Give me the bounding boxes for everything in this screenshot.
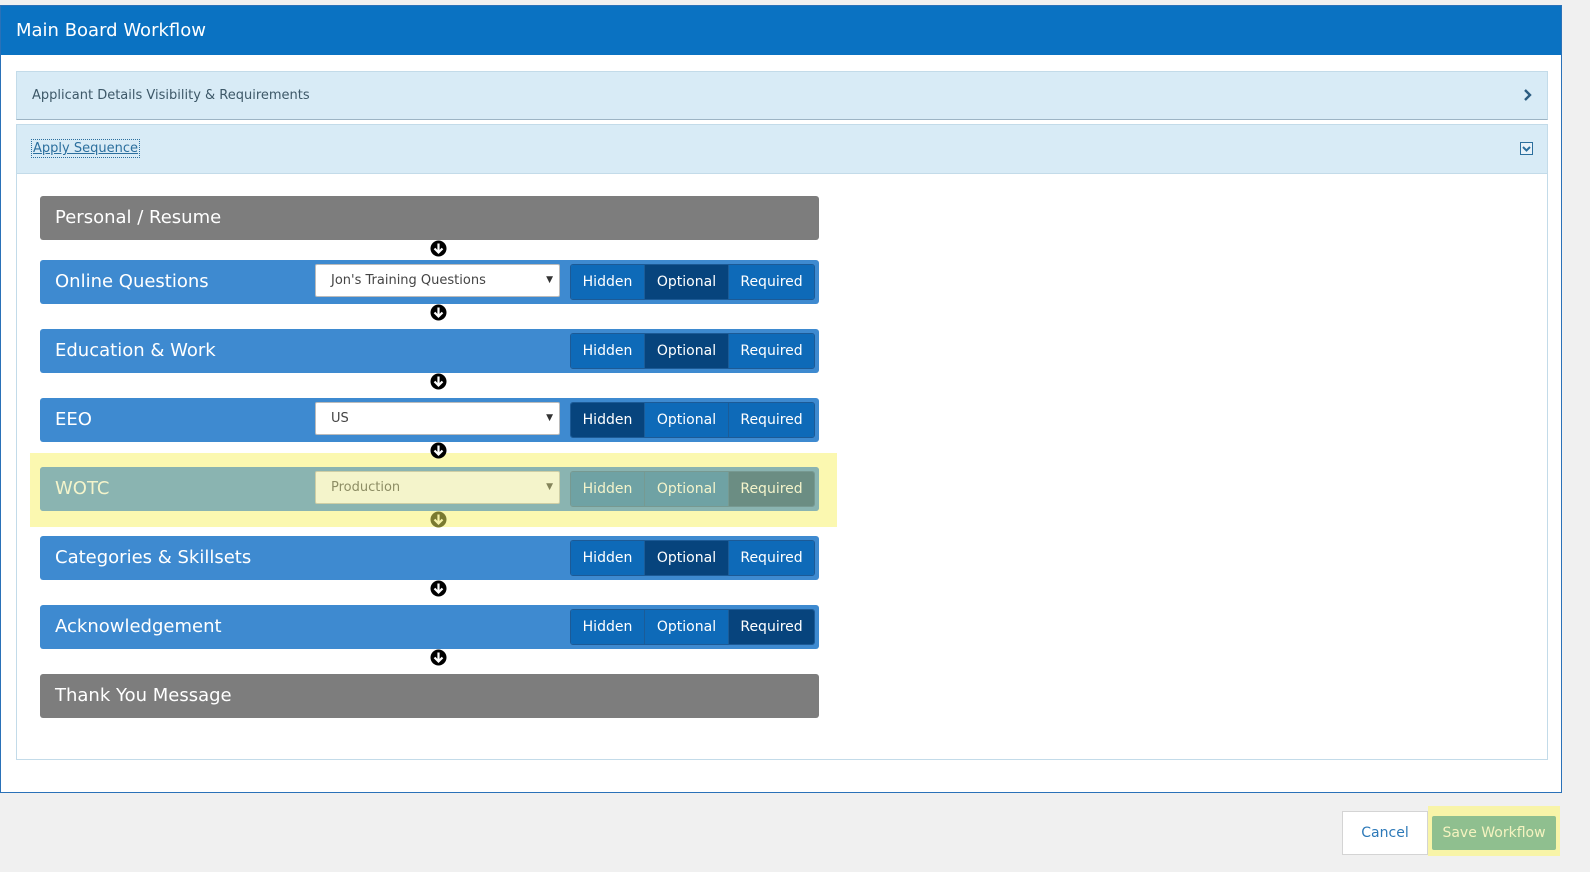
visibility-toggle: Hidden Optional Required [570, 402, 815, 438]
arrow-down-circle-icon [430, 442, 447, 459]
caret-down-icon: ▼ [546, 275, 553, 285]
step-label: Personal / Resume [55, 207, 222, 228]
workflow-window: Main Board Workflow Applicant Details Vi… [0, 5, 1562, 793]
select-value: Jon's Training Questions [331, 273, 486, 288]
hidden-option[interactable]: Hidden [571, 265, 645, 299]
arrow-down-circle-icon [430, 304, 447, 321]
optional-option[interactable]: Optional [645, 334, 729, 368]
step-label: Thank You Message [55, 685, 232, 706]
visibility-toggle: Hidden Optional Required [570, 471, 815, 507]
apply-sequence-header[interactable]: Apply Sequence [17, 125, 1547, 174]
arrow-down-circle-icon [430, 511, 447, 528]
step-wotc: WOTC Production ▼ Hidden Optional Requir… [40, 467, 819, 511]
window-title: Main Board Workflow [1, 6, 1561, 55]
chevron-right-icon[interactable] [1521, 88, 1535, 102]
arrow-down-circle-icon [430, 649, 447, 666]
visibility-toggle: Hidden Optional Required [570, 609, 815, 645]
step-label: WOTC [55, 478, 110, 499]
required-option[interactable]: Required [729, 610, 814, 644]
required-option[interactable]: Required [729, 334, 814, 368]
caret-down-icon: ▼ [546, 413, 553, 423]
hidden-option[interactable]: Hidden [571, 541, 645, 575]
step-label: Online Questions [55, 271, 209, 292]
eeo-select[interactable]: US ▼ [315, 402, 560, 435]
applicant-details-title: Applicant Details Visibility & Requireme… [32, 88, 310, 103]
arrow-down-circle-icon [430, 373, 447, 390]
hidden-option[interactable]: Hidden [571, 403, 645, 437]
optional-option[interactable]: Optional [645, 610, 729, 644]
applicant-details-header[interactable]: Applicant Details Visibility & Requireme… [17, 72, 1547, 120]
online-questions-select[interactable]: Jon's Training Questions ▼ [315, 264, 560, 297]
step-thank-you: Thank You Message [40, 674, 819, 718]
optional-option[interactable]: Optional [645, 265, 729, 299]
visibility-toggle: Hidden Optional Required [570, 264, 815, 300]
step-label: Acknowledgement [55, 616, 222, 637]
step-eeo: EEO US ▼ Hidden Optional Required [40, 398, 819, 442]
optional-option[interactable]: Optional [645, 472, 729, 506]
select-value: US [331, 411, 349, 426]
optional-option[interactable]: Optional [645, 541, 729, 575]
select-value: Production [331, 480, 401, 495]
hidden-option[interactable]: Hidden [571, 610, 645, 644]
visibility-toggle: Hidden Optional Required [570, 333, 815, 369]
required-option[interactable]: Required [729, 541, 814, 575]
step-label: EEO [55, 409, 92, 430]
step-online-questions: Online Questions Jon's Training Question… [40, 260, 819, 304]
required-option[interactable]: Required [729, 265, 814, 299]
arrow-down-circle-icon [430, 580, 447, 597]
hidden-option[interactable]: Hidden [571, 334, 645, 368]
caret-down-icon: ▼ [546, 482, 553, 492]
required-option[interactable]: Required [729, 472, 814, 506]
step-personal-resume: Personal / Resume [40, 196, 819, 240]
save-workflow-button[interactable]: Save Workflow [1432, 816, 1556, 850]
arrow-down-circle-icon [430, 240, 447, 257]
step-acknowledgement: Acknowledgement Hidden Optional Required [40, 605, 819, 649]
applicant-details-panel[interactable]: Applicant Details Visibility & Requireme… [16, 71, 1548, 120]
step-label: Categories & Skillsets [55, 547, 252, 568]
apply-sequence-link[interactable]: Apply Sequence [31, 139, 140, 158]
checkbox-icon[interactable] [1520, 142, 1533, 155]
step-label: Education & Work [55, 340, 216, 361]
visibility-toggle: Hidden Optional Required [570, 540, 815, 576]
wotc-select[interactable]: Production ▼ [315, 471, 560, 504]
cancel-button[interactable]: Cancel [1342, 811, 1428, 855]
required-option[interactable]: Required [729, 403, 814, 437]
step-categories-skillsets: Categories & Skillsets Hidden Optional R… [40, 536, 819, 580]
step-education-work: Education & Work Hidden Optional Require… [40, 329, 819, 373]
hidden-option[interactable]: Hidden [571, 472, 645, 506]
optional-option[interactable]: Optional [645, 403, 729, 437]
